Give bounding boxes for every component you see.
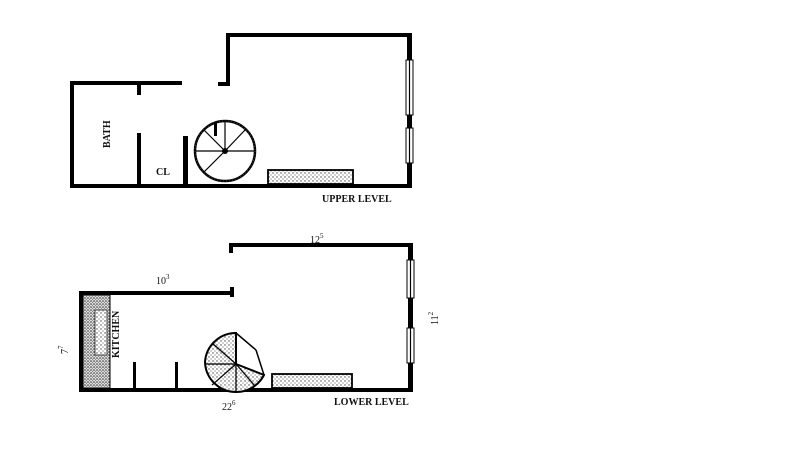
upper-wall-left-top: [70, 81, 182, 85]
lower-bench: [271, 373, 353, 389]
lower-wall-top: [229, 243, 412, 247]
upper-level-title: UPPER LEVEL: [322, 194, 392, 205]
lower-spiral-stair: [203, 331, 266, 394]
dim-right-side: 112: [427, 311, 441, 325]
upper-partition-closet: [183, 136, 188, 188]
upper-bench: [267, 169, 354, 185]
kitchen-label: KITCHEN: [111, 310, 122, 358]
dim-top-left: 103: [156, 273, 170, 287]
lower-level-title: LOWER LEVEL: [334, 397, 409, 408]
upper-wall-top: [226, 33, 411, 37]
lower-wall-left: [79, 291, 83, 391]
lower-level-plan: KITCHEN 125 103 112 226 77 LOWER LEVEL: [57, 232, 441, 413]
upper-wall-left: [70, 81, 74, 188]
lower-partition-1: [133, 362, 136, 390]
closet-label: CL: [156, 167, 170, 178]
lower-partition-2: [175, 362, 178, 390]
kitchen-counter-inner: [94, 309, 108, 356]
upper-spiral-stair: [193, 119, 257, 183]
upper-partition-bath: [137, 133, 141, 188]
upper-wall-bottom: [70, 184, 412, 188]
upper-wall-stub: [137, 85, 141, 95]
upper-level-plan: BATH CL UPPER LEVEL: [70, 33, 414, 205]
dim-bottom: 226: [222, 399, 236, 413]
upper-wall-step-left: [226, 33, 230, 86]
lower-wall-left-top: [79, 291, 234, 295]
bath-label: BATH: [102, 120, 113, 148]
dim-left-side: 77: [57, 345, 71, 354]
dim-top-right: 125: [310, 232, 324, 246]
lower-wall-step: [229, 243, 233, 253]
lower-wall-left-stub: [230, 287, 234, 297]
upper-wall-step-stub: [218, 82, 230, 86]
lower-wall-right: [408, 243, 413, 391]
